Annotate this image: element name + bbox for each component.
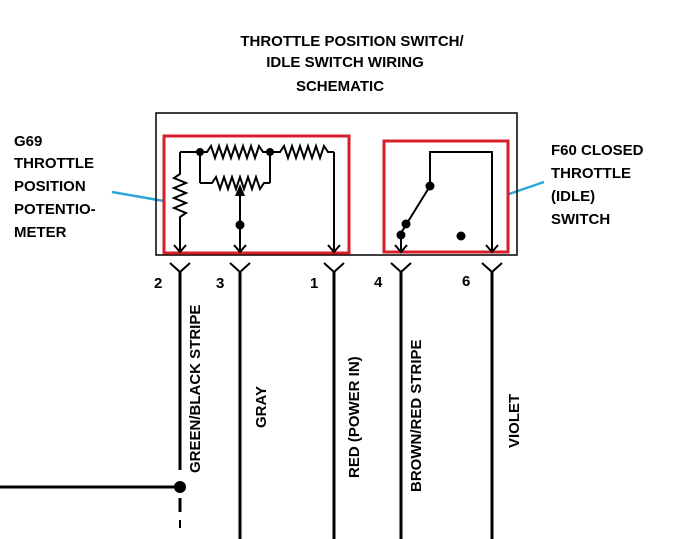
- wire-label-gray: GRAY: [253, 386, 270, 428]
- wire-label-red: RED (POWER IN): [346, 356, 363, 478]
- terminal-pin-2: [169, 262, 191, 274]
- splice-point: [174, 481, 186, 493]
- f60-label-line-3: (IDLE): [551, 188, 595, 205]
- component-housing: [155, 112, 518, 256]
- resistor-top-2: [270, 142, 334, 162]
- wiper-arrow: [235, 184, 245, 196]
- g69-label-line-4: POTENTIO-: [14, 201, 96, 218]
- g69-label-line-3: POSITION: [14, 178, 86, 195]
- arrow-pin-2: [173, 244, 187, 254]
- f60-callout-line: [508, 180, 545, 196]
- pin-number-6: 6: [462, 273, 470, 290]
- wire-label-brown-red: BROWN/RED STRIPE: [408, 339, 425, 492]
- switch-wire: [429, 151, 493, 250]
- pin-number-3: 3: [216, 275, 224, 292]
- title-line-2: IDLE SWITCH WIRING: [266, 54, 424, 71]
- connector-terminals: [169, 262, 503, 274]
- f60-label: F60 CLOSED THROTTLE (IDLE) SWITCH: [551, 142, 644, 228]
- switch-open-contact: [456, 231, 466, 241]
- potentiometer-highlight-box: [162, 134, 351, 255]
- switch-pivot: [401, 219, 411, 229]
- potentiometer-schematic: [171, 142, 335, 250]
- terminal-pin-6: [481, 262, 503, 274]
- arrow-pin-1: [327, 244, 341, 254]
- f60-label-line-4: SWITCH: [551, 211, 610, 228]
- resistor-wiper: [200, 173, 270, 193]
- terminal-pin-4: [390, 262, 412, 274]
- title-line-3: SCHEMATIC: [296, 78, 384, 95]
- title-line-1: THROTTLE POSITION SWITCH/: [240, 33, 464, 50]
- g69-label-line-1: G69: [14, 133, 42, 150]
- resistor-left-vertical: [171, 152, 189, 250]
- terminal-arrows-internal: [173, 244, 499, 254]
- arrow-pin-4: [394, 244, 408, 254]
- wire-label-violet: VIOLET: [506, 394, 523, 448]
- g69-label-line-5: METER: [14, 224, 67, 241]
- g69-label: G69 THROTTLE POSITION POTENTIO- METER: [14, 133, 96, 241]
- idle-switch-highlight-box: [382, 139, 510, 254]
- terminal-pin-1: [323, 262, 345, 274]
- f60-label-line-2: THROTTLE: [551, 165, 631, 182]
- pin-number-1: 1: [310, 275, 318, 292]
- idle-switch-schematic: [396, 151, 493, 250]
- arrow-pin-3: [233, 244, 247, 254]
- g69-label-line-2: THROTTLE: [14, 155, 94, 172]
- pin-number-4: 4: [374, 274, 383, 291]
- wiper-dot: [235, 220, 245, 230]
- wire-label-green-black: GREEN/BLACK STRIPE: [187, 305, 204, 473]
- pin-number-2: 2: [154, 275, 162, 292]
- arrow-pin-6: [485, 244, 499, 254]
- terminal-pin-3: [229, 262, 251, 274]
- resistor-top-1: [200, 142, 270, 162]
- f60-label-line-1: F60 CLOSED: [551, 142, 644, 159]
